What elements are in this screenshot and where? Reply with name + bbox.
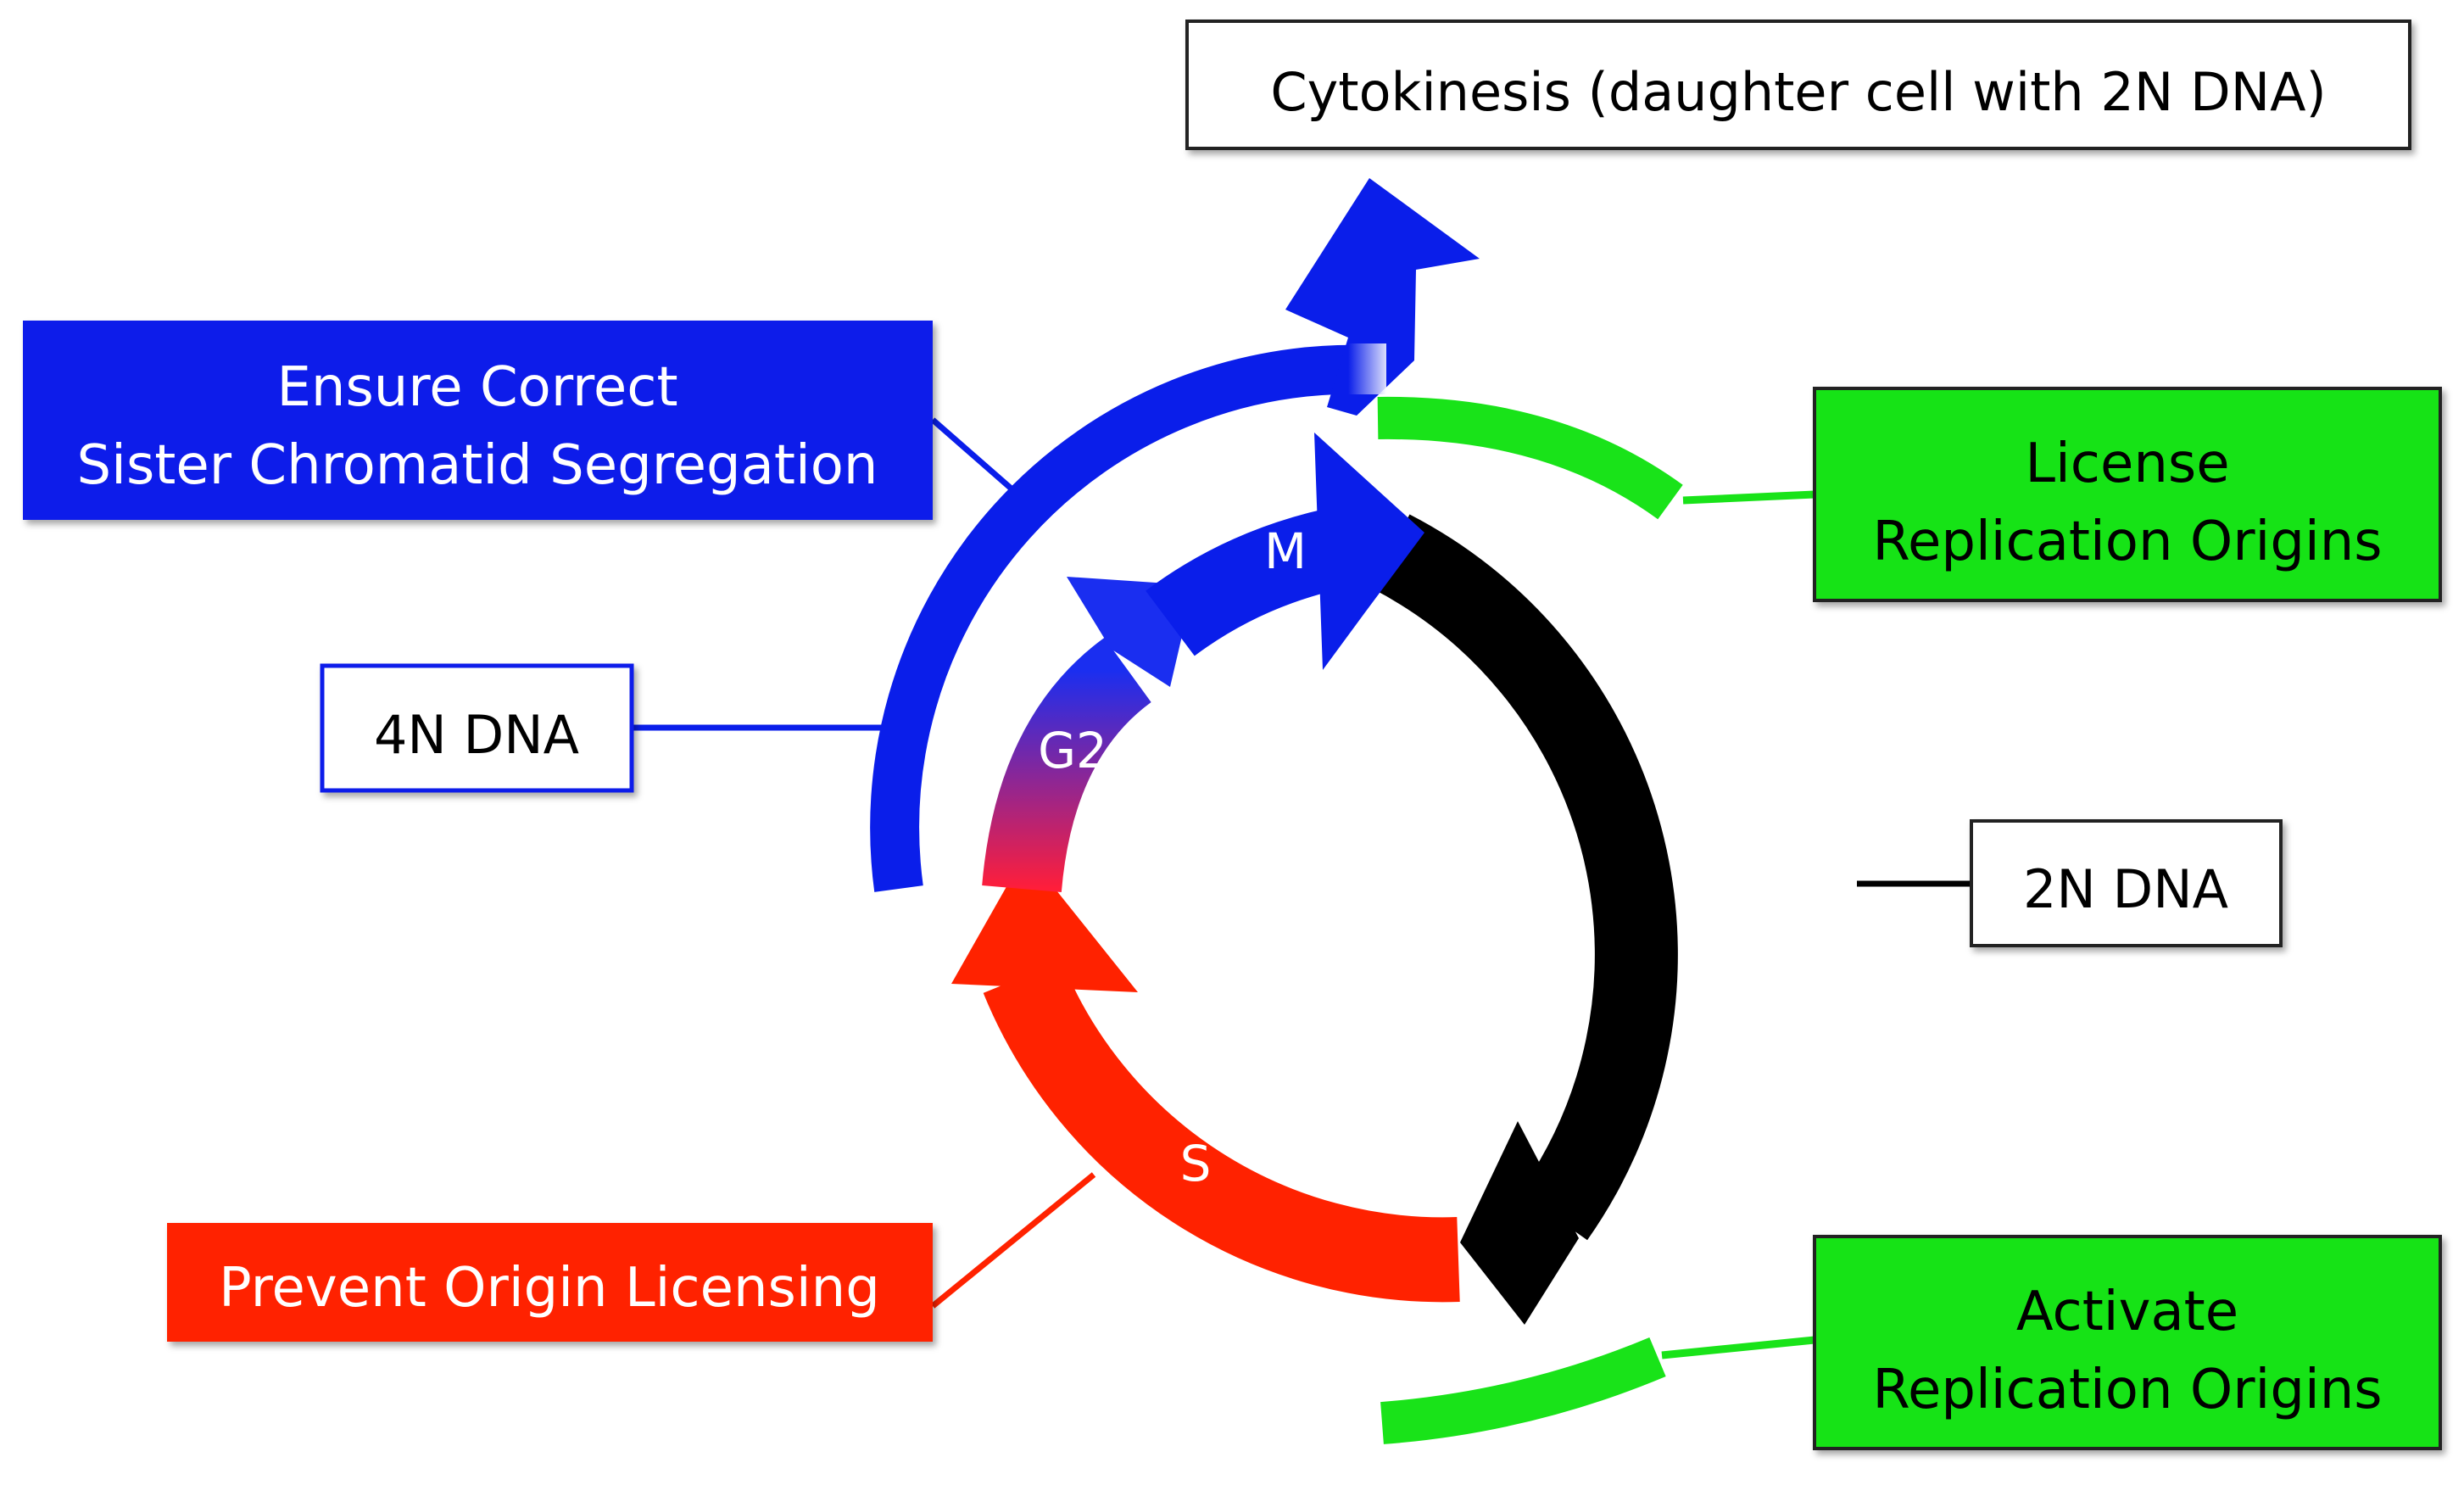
phase-label-s: S bbox=[1180, 1135, 1212, 1192]
activate-connector bbox=[1661, 1336, 1815, 1359]
license-label-line2: Replication Origins bbox=[1872, 511, 2382, 573]
twoN-dna-box: 2N DNA bbox=[1970, 819, 2283, 947]
license-arc bbox=[1377, 396, 1683, 520]
g1-arc bbox=[1371, 514, 1678, 1325]
fourN-label: 4N DNA bbox=[374, 704, 579, 766]
phase-label-g2: G2 bbox=[1038, 722, 1107, 779]
s-arc bbox=[951, 852, 1460, 1303]
license-label-line1: License bbox=[2025, 433, 2229, 495]
cytokinesis-box: Cytokinesis (daughter cell with 2N DNA) bbox=[1185, 20, 2411, 150]
prevent-label: Prevent Origin Licensing bbox=[219, 1257, 880, 1320]
activate-origins-box: Activate Replication Origins bbox=[1813, 1235, 2442, 1450]
twoN-label: 2N DNA bbox=[2023, 858, 2228, 920]
activate-arc bbox=[1380, 1337, 1666, 1444]
license-connector bbox=[1682, 490, 1815, 505]
phase-label-g1: G1 bbox=[1756, 855, 1826, 913]
phase-label-m: M bbox=[1264, 522, 1307, 580]
ensure-label-line1: Ensure Correct bbox=[276, 356, 677, 419]
prevent-connector bbox=[930, 1172, 1096, 1309]
activate-label-line2: Replication Origins bbox=[1872, 1359, 2382, 1421]
cytokinesis-label: Cytokinesis (daughter cell with 2N DNA) bbox=[1270, 61, 2326, 123]
m-arc bbox=[1146, 433, 1424, 670]
ensure-label-line2: Sister Chromatid Segregation bbox=[77, 434, 878, 497]
license-origins-box: License Replication Origins bbox=[1813, 387, 2442, 602]
fourN-dna-box: 4N DNA bbox=[320, 663, 634, 793]
activate-label-line1: Activate bbox=[2016, 1281, 2238, 1343]
cytokinesis-arrow bbox=[870, 178, 1480, 892]
prevent-licensing-box: Prevent Origin Licensing bbox=[167, 1223, 933, 1342]
ensure-segregation-box: Ensure Correct Sister Chromatid Segregat… bbox=[23, 321, 933, 520]
